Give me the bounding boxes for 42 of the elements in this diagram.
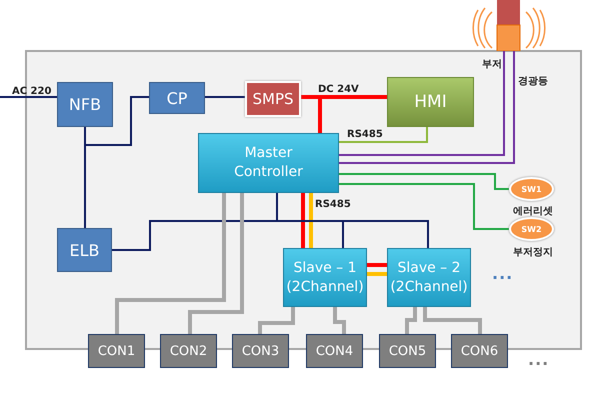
connector-line [367,263,387,267]
connector-line [333,307,346,334]
power-supply-box: SMPS [245,81,301,117]
connector-line [339,127,428,143]
breaker-box: ELB [57,228,112,272]
connector-line [339,183,509,230]
ellipsis-mark: ... [492,266,514,282]
connector-line [205,96,245,98]
edge-label: 경광등 [518,77,548,87]
connector-line [423,307,482,334]
controller-box: Master Controller [198,133,339,193]
hmi-box: HMI [387,77,474,127]
edge-label: AC 220 [12,87,52,97]
switch-caption: 에러리셋 [513,205,553,218]
switch-caption: 부저정지 [513,246,553,259]
connector-box: CON4 [306,334,363,368]
connector-line [309,193,313,248]
edge-label: RS485 [347,130,383,140]
connector-box: CON3 [232,334,289,368]
connector-line [0,96,57,98]
connector-line [301,193,305,248]
breaker-box: NFB [57,82,113,127]
connector-box: CON2 [160,334,217,368]
controller-box: Slave – 1 (2Channel) [283,248,367,307]
connector-line [339,173,509,190]
connector-line [84,96,149,146]
connector-line [258,307,295,334]
connector-line [188,193,244,334]
controller-box: Slave – 2 (2Channel) [387,248,471,307]
ellipsis-mark: ... [528,352,550,368]
connector-box: CON6 [451,334,508,368]
breaker-box: CP [149,82,205,114]
connector-line [367,272,387,276]
connector-line [84,127,86,228]
edge-label: RS485 [315,200,351,210]
connector-box: CON1 [88,334,145,368]
connector-line [115,193,226,334]
connector-line [112,220,429,251]
edge-label: 부저 [482,60,502,70]
connector-box: CON5 [379,334,436,368]
connector-line [405,307,417,334]
edge-label: DC 24V [318,85,359,95]
